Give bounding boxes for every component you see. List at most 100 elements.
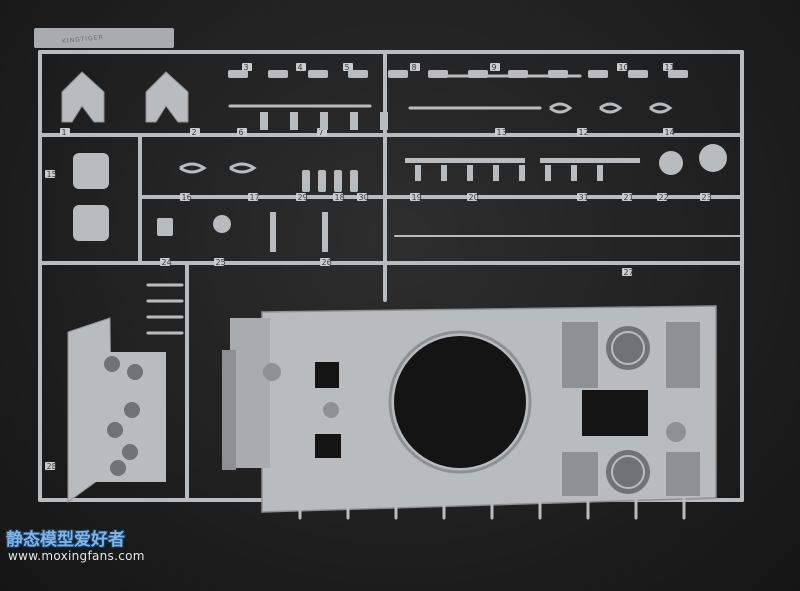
part-number-label: 29: [298, 193, 308, 202]
part-number-tab: [248, 193, 258, 201]
part-number-label: 8: [412, 63, 417, 72]
curved-panel-part: [73, 153, 109, 189]
part-number-label: 30: [359, 193, 369, 202]
part-number-tab: [622, 268, 632, 276]
small-part: [348, 70, 368, 78]
part-number-label: 23: [702, 193, 712, 202]
periscope-part: [263, 363, 281, 381]
part-number-label: 1: [62, 128, 67, 137]
hatch-hole: [315, 434, 341, 458]
hatch-disc-part: [127, 364, 143, 380]
fuel-cap-part: [666, 422, 686, 442]
small-part: [588, 70, 608, 78]
hook-part: [599, 102, 623, 114]
small-part: [228, 70, 248, 78]
part-number-tab: [237, 128, 247, 136]
part-number-label: 25: [216, 258, 226, 267]
small-part: [308, 70, 328, 78]
part-number-label: 16: [182, 193, 192, 202]
small-part: [260, 112, 268, 130]
part-number-tab: [490, 63, 500, 71]
grille-part: [666, 452, 700, 496]
hook-part: [179, 162, 207, 174]
part-number-label: 11: [665, 63, 675, 72]
part-number-label: 7: [319, 128, 324, 137]
part-number-label: 18: [335, 193, 345, 202]
hull-side-part: [230, 318, 270, 468]
hatch-disc-part: [122, 444, 138, 460]
small-part: [334, 170, 342, 192]
small-part: [668, 70, 688, 78]
part-number-tab: [160, 258, 170, 266]
small-part: [350, 170, 358, 192]
part-number-tab: [343, 63, 353, 71]
rod-part: [322, 212, 328, 252]
part-number-tab: [577, 193, 587, 201]
part-number-label: 14: [665, 128, 675, 137]
turret-ring-hole: [394, 336, 526, 468]
hatch-disc-part: [323, 402, 339, 418]
bar-part: [405, 158, 525, 163]
part-number-tab: [242, 63, 252, 71]
small-part: [388, 70, 408, 78]
small-part: [519, 165, 525, 181]
part-number-tab: [60, 128, 70, 136]
small-part: [318, 170, 326, 192]
grille-part: [562, 322, 598, 388]
small-part: [290, 112, 298, 130]
part-number-tab: [45, 170, 55, 178]
engine-hatch-hole: [582, 390, 648, 436]
part-number-label: 28: [47, 462, 57, 471]
part-number-tab: [333, 193, 343, 201]
hook-part: [549, 102, 573, 114]
part-number-tab: [45, 462, 55, 470]
hatch-disc-part: [104, 356, 120, 372]
brand-tag: [34, 28, 174, 48]
part-number-label: 27: [624, 268, 634, 277]
part-number-label: 2: [192, 128, 197, 137]
part-number-label: 12: [579, 128, 589, 137]
disc-part: [699, 144, 727, 172]
rod-part: [270, 212, 276, 252]
small-part: [380, 112, 388, 130]
bar-part: [540, 158, 640, 163]
part-number-label: 19: [412, 193, 422, 202]
part-number-tab: [663, 128, 673, 136]
part-number-label: 3: [244, 63, 249, 72]
curved-panel-part: [73, 205, 109, 241]
part-number-label: 10: [619, 63, 629, 72]
hatch-hole: [315, 362, 339, 388]
hatch-disc-part: [124, 402, 140, 418]
part-number-tab: [700, 193, 710, 201]
disc-part: [659, 151, 683, 175]
small-part: [415, 165, 421, 181]
part-number-tab: [296, 63, 306, 71]
part-number-label: 26: [322, 258, 332, 267]
small-part: [597, 165, 603, 181]
small-part: [441, 165, 447, 181]
part-number-tab: [495, 128, 505, 136]
grille-part: [666, 322, 700, 388]
part-number-tab: [214, 258, 224, 266]
part-number-label: 9: [492, 63, 497, 72]
part-number-tab: [296, 193, 306, 201]
part-number-label: 21: [624, 193, 634, 202]
part-number-label: 6: [239, 128, 244, 137]
part-number-label: 22: [659, 193, 669, 202]
part-number-tab: [622, 193, 632, 201]
part-number-label: 31: [579, 193, 589, 202]
part-number-label: 13: [497, 128, 507, 137]
part-number-tab: [190, 128, 200, 136]
part-number-label: 4: [298, 63, 303, 72]
hatch-disc-part: [107, 422, 123, 438]
disc-part: [213, 215, 231, 233]
part-number-tab: [663, 63, 673, 71]
hull-edge-part: [222, 350, 236, 470]
small-part: [467, 165, 473, 181]
small-part: [302, 170, 310, 192]
small-part: [628, 70, 648, 78]
part-number-label: 17: [250, 193, 260, 202]
part-number-label: 5: [345, 63, 350, 72]
